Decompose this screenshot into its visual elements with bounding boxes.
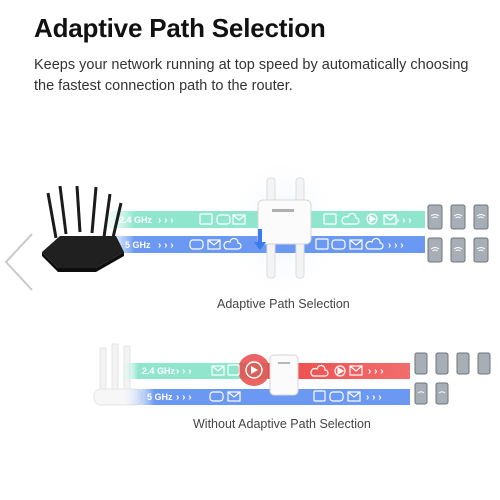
chevron-left-icon[interactable] (2, 232, 36, 292)
wifi-icon (417, 391, 425, 394)
range-extender-icon (257, 177, 312, 279)
tablet-icon (414, 352, 428, 375)
page-subtitle: Keeps your network running at top speed … (34, 57, 469, 94)
mail-icon (207, 239, 221, 250)
cloud-icon (223, 237, 242, 250)
wifi-icon (438, 391, 446, 394)
play-icon (366, 213, 378, 225)
caption-without-adaptive: Without Adaptive Path Selection (193, 417, 371, 431)
video-icon (227, 364, 240, 376)
cloud-icon (341, 212, 360, 225)
band-label-5-top: 5 GHz (125, 240, 151, 250)
band-label-24-top: 2.4 GHz (119, 215, 153, 225)
mail-icon (211, 365, 225, 376)
tablet-icon (414, 382, 428, 405)
band-label-5-bottom: 5 GHz (147, 392, 173, 402)
mail-icon (383, 214, 397, 225)
arrows-24-bottom: › › › (176, 366, 192, 377)
arrows-5-bottom-right: › › › (366, 392, 382, 403)
mail-icon (232, 214, 246, 225)
tablet-icon (456, 352, 470, 375)
router-icon (42, 185, 124, 272)
wifi-icon (453, 247, 463, 252)
band-label-24-bottom: 2.4 GHz (142, 366, 176, 376)
tablet-icon (435, 352, 449, 375)
wifi-icon (476, 214, 486, 219)
arrows-5-top: › › › (158, 240, 174, 251)
wifi-icon (476, 247, 486, 252)
gamepad-icon (216, 214, 231, 225)
arrows-5-top-right: › › › (388, 240, 404, 251)
mail-icon (349, 365, 363, 376)
mail-icon (227, 391, 241, 402)
video-icon (199, 213, 213, 225)
arrows-24-top-right: › › › (396, 215, 412, 226)
arrows-24-top: › › › (158, 215, 174, 226)
play-icon (334, 365, 346, 377)
cloud-icon (310, 364, 329, 377)
video-icon (313, 390, 326, 402)
gamepad-icon (209, 391, 224, 402)
range-extender-icon (269, 354, 299, 396)
mail-icon (347, 391, 361, 402)
tablet-icon (435, 382, 449, 405)
video-icon (315, 238, 329, 250)
wifi-icon (430, 247, 440, 252)
gamepad-icon (331, 239, 346, 250)
arrows-5-bottom: › › › (176, 392, 192, 403)
gamepad-icon (189, 239, 204, 250)
wifi-icon (430, 214, 440, 219)
gamepad-icon (329, 391, 344, 402)
wifi-icon (453, 214, 463, 219)
video-icon (323, 213, 337, 225)
caption-adaptive: Adaptive Path Selection (217, 297, 350, 311)
path-switch-arrow (254, 229, 266, 250)
cloud-icon (365, 237, 384, 250)
page-title: Adaptive Path Selection (34, 13, 326, 43)
tablet-icon (477, 352, 491, 375)
mail-icon (349, 239, 363, 250)
arrows-24-bottom-right: › › › (368, 366, 384, 377)
